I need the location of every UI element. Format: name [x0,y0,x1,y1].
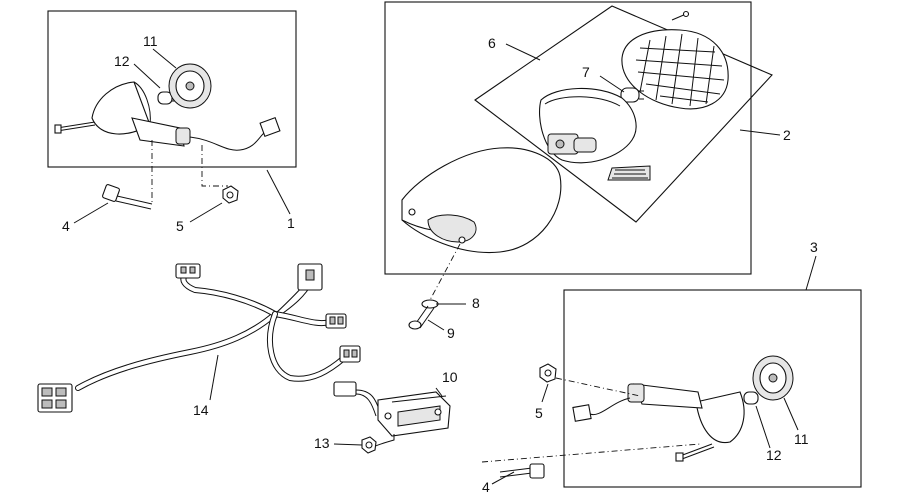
callout-9: 9 [447,325,455,341]
callout-4-left: 4 [62,218,70,234]
callout-5-right: 5 [535,405,543,421]
tail-light-socket [547,133,597,155]
group-1-front-indicator-box [47,10,297,204]
callout-8: 8 [472,295,480,311]
license-plate-light [333,381,451,449]
bolt-4-left [102,184,153,210]
callout-3: 3 [810,239,818,255]
callout-1: 1 [287,215,295,231]
callout-11-right: 11 [794,431,809,447]
nut-5-right [539,363,557,383]
indicator-socket [168,63,212,109]
indicator-socket-right [752,355,794,401]
callout-12-right: 12 [766,447,782,463]
callout-5-left: 5 [176,218,184,234]
bolt-8-9 [408,299,466,331]
callout-2: 2 [783,127,791,143]
callout-10: 10 [442,369,458,385]
indicator-bulb-right [743,391,759,405]
nut-13 [361,436,377,454]
group-3-rear-indicator-box [481,289,862,488]
tail-light-bulb [620,87,644,103]
callout-14: 14 [193,402,209,418]
group-2-tail-light-box [384,1,773,301]
callout-12-left: 12 [114,53,130,69]
callout-6: 6 [488,35,496,51]
indicator-screw [54,121,96,134]
indicator-lens-right [695,391,745,444]
tail-light-lens [621,29,729,110]
callout-11-left: 11 [143,33,158,49]
indicator-stem [131,117,191,147]
callout-labels: 1 2 3 4 4 5 5 6 7 8 9 10 11 11 12 12 13 … [62,33,818,495]
wiring-harness [37,263,361,413]
tail-light-cover [401,147,562,254]
nut-5-left [222,185,239,204]
callout-4-right: 4 [482,479,490,494]
callout-13: 13 [314,435,330,451]
reflector-plate [607,165,651,181]
indicator-stem-right [627,383,703,409]
callout-7: 7 [582,64,590,80]
